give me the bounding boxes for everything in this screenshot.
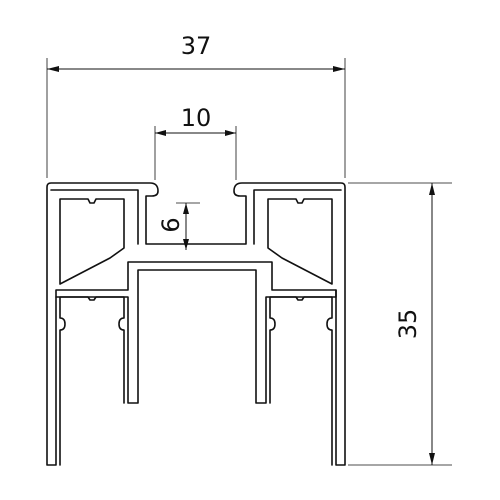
- label-overall-width: 37: [181, 32, 212, 60]
- profile-outer-contour: [46, 182, 346, 466]
- label-slot-depth: 6: [157, 217, 185, 232]
- arrowhead-top: [429, 183, 435, 195]
- left-lower-leg: [59, 296, 125, 466]
- arrowhead-right: [333, 66, 345, 72]
- arrowhead-slot-left: [155, 130, 166, 136]
- dimension-overall-width: 37: [46, 32, 346, 178]
- label-overall-height: 35: [394, 309, 422, 340]
- dimension-slot-depth: 6: [157, 202, 200, 250]
- profile-cross-section: [46, 182, 346, 466]
- right-hollow-chamber: [267, 198, 333, 285]
- arrowhead-bottom: [429, 453, 435, 465]
- label-slot-width: 10: [181, 104, 212, 132]
- dimension-slot-width: 10: [154, 104, 237, 180]
- arrowhead-left: [47, 66, 59, 72]
- left-hollow-chamber: [59, 198, 125, 285]
- left-chamber-ledge: [50, 189, 139, 245]
- arrowhead-slot-right: [225, 130, 236, 136]
- dimension-overall-height: 35: [348, 182, 452, 466]
- right-chamber-ledge: [253, 189, 342, 245]
- arrowhead-depth-top: [183, 203, 189, 214]
- right-lower-leg: [269, 296, 333, 466]
